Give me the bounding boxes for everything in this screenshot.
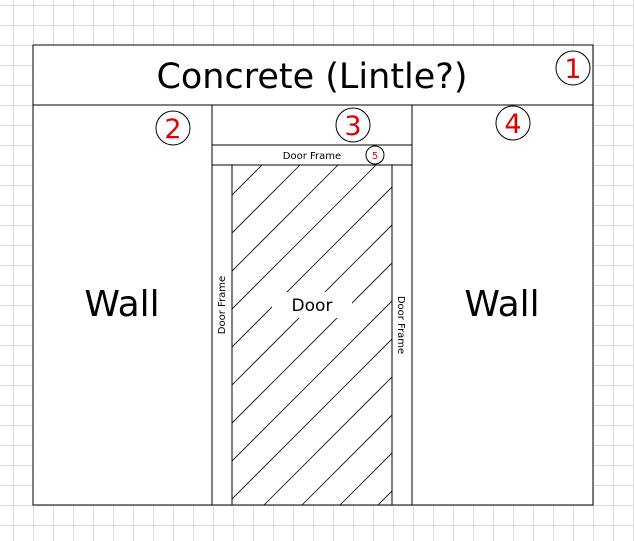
door-frame-left-label: Door Frame: [217, 276, 228, 334]
door-label-backdrop: [272, 292, 352, 318]
marker-2: 2: [155, 110, 191, 146]
marker-4-number: 4: [504, 109, 521, 140]
hatch-line: [232, 186, 392, 348]
hatch-line: [232, 300, 392, 462]
door-frame-top-label: Door Frame: [283, 151, 341, 162]
door-label: Door: [292, 296, 333, 316]
marker-2-circle: [155, 110, 191, 146]
hatch-line: [232, 165, 339, 272]
hatch-line: [232, 262, 392, 424]
hatch-line: [301, 414, 392, 505]
marker-4-circle: [495, 105, 531, 141]
marker-3: 3: [335, 107, 371, 143]
marker-4: 4: [495, 105, 531, 141]
door-hatching: [232, 165, 392, 505]
marker-1-number: 1: [564, 54, 581, 85]
hatch-line: [263, 376, 392, 505]
marker-5: 5: [365, 145, 385, 165]
hatch-line: [232, 165, 301, 234]
marker-5-number: 5: [372, 151, 378, 162]
concrete-lintel-label: Concrete (Lintle?): [156, 57, 467, 97]
marker-5-circle: [365, 145, 385, 165]
wall-right-label: Wall: [464, 284, 539, 325]
marker-1-circle: [555, 50, 591, 86]
door: [231, 164, 393, 506]
marker-1: 1: [555, 50, 591, 86]
hatch-line: [232, 165, 377, 310]
marker-2-number: 2: [164, 114, 181, 145]
hatch-line: [232, 224, 392, 386]
wall-left-label: Wall: [84, 284, 159, 325]
marker-3-number: 3: [344, 111, 361, 142]
hatch-line: [232, 338, 392, 500]
door-frame-right-label: Door Frame: [395, 296, 406, 354]
marker-3-circle: [335, 107, 371, 143]
